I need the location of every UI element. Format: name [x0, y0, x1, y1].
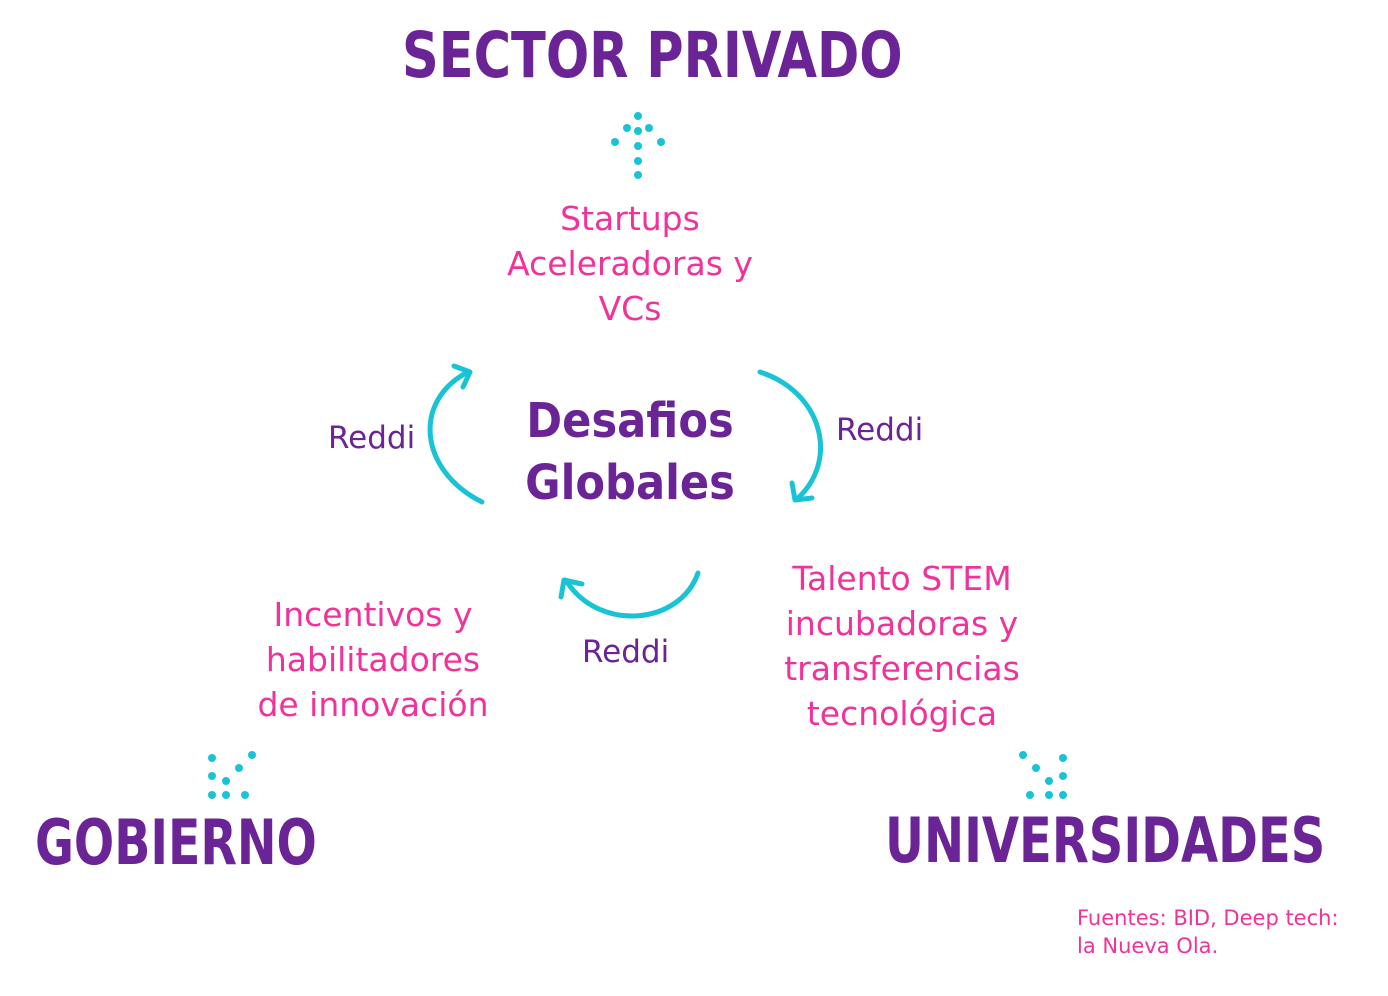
description-line: Talento STEM — [792, 559, 1012, 598]
arrowhead-icon — [451, 363, 473, 390]
cycle-arrow-right — [757, 369, 824, 502]
description-line: transferencias — [784, 649, 1020, 688]
description-line: incubadoras y — [785, 604, 1019, 643]
description-line: tecnológica — [806, 694, 998, 733]
center-title: Desafios Globales — [500, 390, 760, 514]
arrowhead-icon — [789, 480, 815, 503]
source-line: la Nueva Ola. — [1077, 934, 1219, 958]
description-line: Incentivos y — [273, 595, 473, 634]
source-line: Fuentes: BID, Deep tech: — [1077, 906, 1339, 930]
cycle-arrow-left — [427, 369, 485, 505]
cycle-label-right: Reddi — [836, 412, 924, 448]
dotted-down-left-arrow-icon — [208, 751, 256, 799]
heading-universidades: UNIVERSIDADES — [885, 804, 1326, 877]
description-line: de innovación — [257, 685, 489, 724]
government-description: Incentivos y habilitadores de innovación — [243, 592, 503, 727]
description-line: Aceleradoras y — [507, 244, 753, 283]
description-line: habilitadores — [265, 640, 481, 679]
description-line: VCs — [598, 289, 662, 328]
center-title-line: Globales — [525, 455, 735, 511]
dotted-up-arrow-icon — [611, 112, 665, 179]
cycle-arrow-bottom — [564, 570, 701, 619]
cycle-label-bottom: Reddi — [582, 634, 670, 670]
center-title-line: Desafios — [526, 393, 734, 449]
cycle-label-left: Reddi — [328, 420, 416, 456]
dotted-down-right-arrow-icon — [1019, 751, 1067, 799]
heading-sector-privado: SECTOR PRIVADO — [402, 19, 903, 92]
heading-gobierno: GOBIERNO — [35, 806, 317, 879]
description-line: Startups — [560, 199, 700, 238]
arrowhead-icon — [558, 577, 585, 600]
private-sector-description: Startups Aceleradoras y VCs — [490, 196, 770, 331]
universities-description: Talento STEM incubadoras y transferencia… — [772, 556, 1032, 736]
source-note: Fuentes: BID, Deep tech: la Nueva Ola. — [1077, 904, 1339, 960]
